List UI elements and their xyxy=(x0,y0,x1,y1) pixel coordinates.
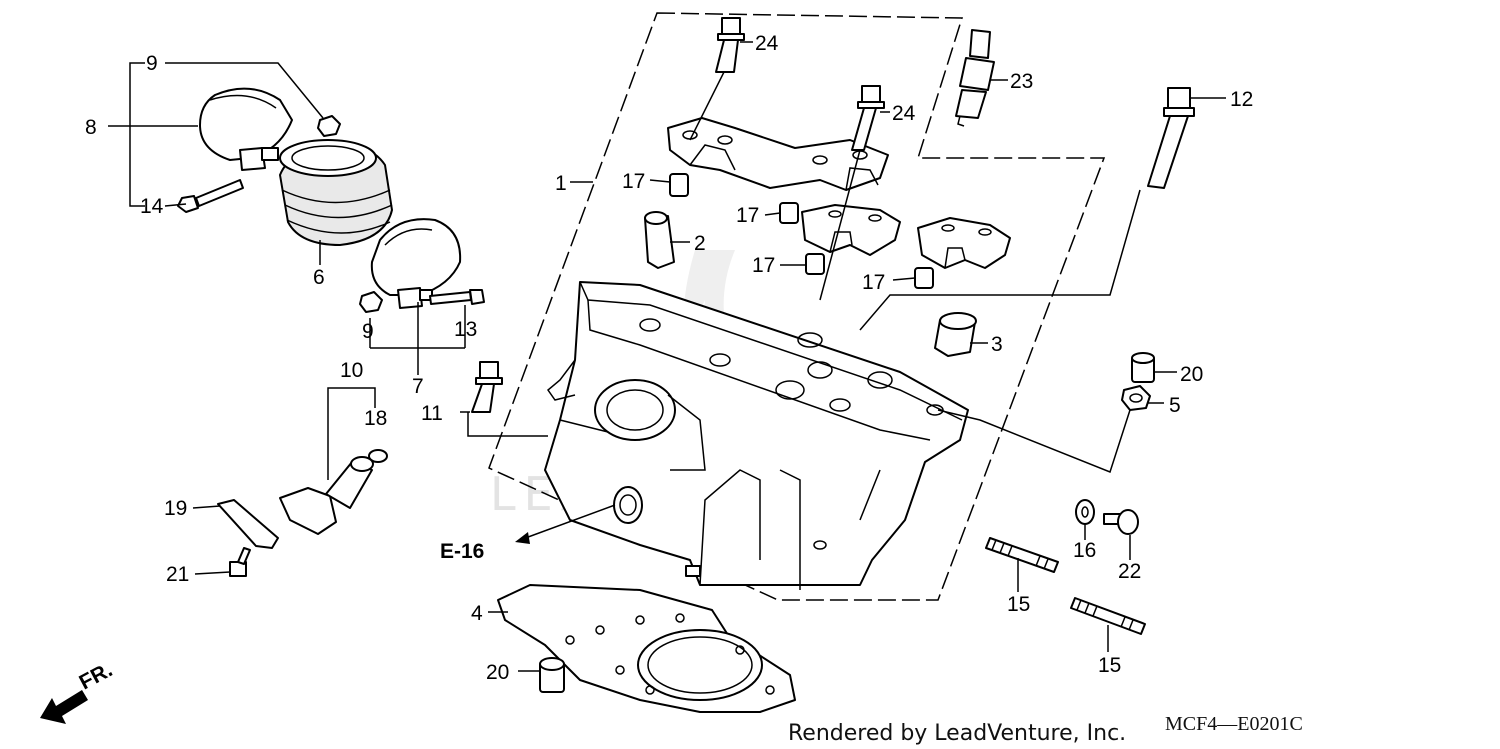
bolt-11 xyxy=(471,361,503,413)
credit-text: Rendered by LeadVenture, Inc. xyxy=(788,721,1126,746)
washer-16 xyxy=(1075,499,1095,525)
callout-3: 3 xyxy=(991,333,1003,356)
head-gasket xyxy=(497,584,796,713)
group-outline xyxy=(488,12,1106,601)
callout-9-upper: 9 xyxy=(146,52,158,75)
cam-holder-front xyxy=(667,117,889,191)
callout-15-upper: 15 xyxy=(1007,593,1030,616)
callout-7: 7 xyxy=(412,375,424,398)
bolt-12 xyxy=(1147,87,1195,189)
clamp-band-7 xyxy=(370,218,462,309)
collar-20-lower xyxy=(539,657,565,693)
plate-19 xyxy=(217,499,279,549)
callout-8: 8 xyxy=(85,116,97,139)
nut-5 xyxy=(1121,385,1151,411)
callout-16: 16 xyxy=(1073,539,1096,562)
screw-13 xyxy=(429,289,485,305)
stud-15-upper xyxy=(985,537,1059,573)
bolt-22 xyxy=(1103,509,1139,535)
callout-19: 19 xyxy=(164,497,187,520)
callout-23: 23 xyxy=(1010,70,1033,93)
sensor-10 xyxy=(279,449,388,535)
callout-20-right: 20 xyxy=(1180,363,1203,386)
screw-14 xyxy=(177,179,244,213)
diagram-code: MCF4—E0201C xyxy=(1165,713,1303,735)
callout-15-lower: 15 xyxy=(1098,654,1121,677)
callout-labels: 1 2 3 4 5 6 7 8 9 9 10 11 12 13 14 15 15… xyxy=(85,32,1253,684)
collar-20-right xyxy=(1131,352,1155,383)
callout-22: 22 xyxy=(1118,560,1141,583)
dowel-17-a xyxy=(669,173,689,197)
callout-5: 5 xyxy=(1169,394,1181,417)
front-direction-marker: FR. xyxy=(40,658,116,724)
callout-12: 12 xyxy=(1230,88,1253,111)
dowel-17-c xyxy=(805,253,825,275)
callout-17-a: 17 xyxy=(622,170,645,193)
insulator-6 xyxy=(279,139,393,246)
dowel-17-b xyxy=(779,202,799,224)
callout-14: 14 xyxy=(140,195,164,218)
callout-18: 18 xyxy=(364,407,387,430)
callout-17-b: 17 xyxy=(736,204,759,227)
callout-1: 1 xyxy=(555,172,567,195)
leader-lines xyxy=(108,41,1226,672)
bolt-24-upper xyxy=(715,17,745,73)
callout-4: 4 xyxy=(471,602,483,625)
callout-24-upper: 24 xyxy=(755,32,779,55)
stud-15-lower xyxy=(1070,597,1146,635)
cam-holder-middle xyxy=(801,204,901,256)
callout-24-lower: 24 xyxy=(892,102,916,125)
callout-6: 6 xyxy=(313,266,325,289)
callout-20-lower: 20 xyxy=(486,661,509,684)
bolt-21 xyxy=(229,547,251,577)
callout-17-c: 17 xyxy=(752,254,775,277)
callout-21: 21 xyxy=(166,563,189,586)
nut-9-lower xyxy=(359,291,383,313)
callout-9-lower: 9 xyxy=(362,320,374,343)
front-direction-label: FR. xyxy=(76,658,117,694)
guide-3 xyxy=(934,312,977,357)
callout-10: 10 xyxy=(340,359,363,382)
guide-2 xyxy=(644,211,675,269)
callout-17-d: 17 xyxy=(862,271,885,294)
clamp-band-8 xyxy=(199,87,293,171)
dowel-17-d xyxy=(914,267,934,289)
reference-label: E-16 xyxy=(440,540,484,563)
cam-holder-rear xyxy=(917,217,1011,269)
nut-9-upper xyxy=(317,115,341,137)
callout-11: 11 xyxy=(421,402,443,425)
spark-plug xyxy=(955,29,995,127)
callout-2: 2 xyxy=(694,232,706,255)
callout-13: 13 xyxy=(454,318,477,341)
bolt-24-lower xyxy=(851,85,885,151)
cylinder-head xyxy=(544,281,969,590)
